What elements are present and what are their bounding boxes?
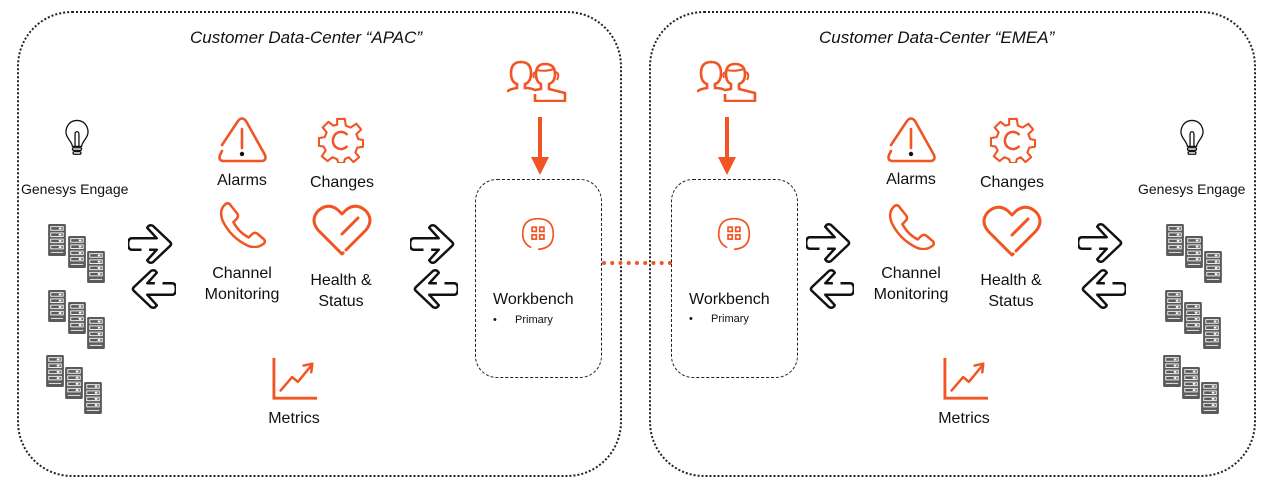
workbench-apac-title: Workbench bbox=[493, 291, 574, 308]
heart-icon bbox=[982, 205, 1042, 257]
arrow-left-icon bbox=[1080, 268, 1126, 310]
arrow-left-icon bbox=[412, 268, 458, 310]
phone-icon bbox=[888, 204, 935, 250]
health-status-line1: Health & bbox=[310, 272, 372, 289]
server-rack-icon bbox=[1165, 290, 1183, 322]
lightbulb-icon bbox=[65, 119, 89, 155]
server-rack-icon bbox=[1201, 382, 1219, 414]
server-rack-icon bbox=[1185, 236, 1203, 268]
server-rack-icon bbox=[87, 251, 105, 283]
health-status-label: Health & Status bbox=[966, 270, 1056, 312]
health-status-line2: Status bbox=[318, 293, 364, 310]
workbench-emea[interactable] bbox=[671, 179, 798, 378]
heart-icon bbox=[312, 204, 372, 256]
datacenter-emea bbox=[649, 11, 1256, 477]
server-rack-icon bbox=[48, 224, 66, 256]
server-rack-icon bbox=[1204, 251, 1222, 283]
gear-icon bbox=[990, 117, 1036, 163]
arrow-right-icon bbox=[806, 222, 852, 264]
server-rack-icon bbox=[65, 367, 83, 399]
server-rack-icon bbox=[1182, 367, 1200, 399]
datacenter-emea-title: Customer Data-Center “EMEA” bbox=[819, 28, 1055, 47]
trend-chart-icon bbox=[272, 356, 319, 400]
health-status-label: Health & Status bbox=[296, 270, 386, 312]
bullet: • bbox=[689, 313, 693, 325]
arrow-right-icon bbox=[128, 223, 174, 265]
arrow-left-icon bbox=[808, 268, 854, 310]
channel-monitoring-label: Channel Monitoring bbox=[861, 263, 961, 305]
workbench-apac-item: • Primary bbox=[493, 314, 553, 326]
datacenter-apac-title: Customer Data-Center “APAC” bbox=[190, 28, 423, 47]
workbench-link-line bbox=[602, 261, 672, 265]
down-arrow-icon bbox=[718, 117, 736, 175]
alarms-label: Alarms bbox=[217, 172, 267, 189]
health-status-line2: Status bbox=[988, 293, 1034, 310]
apps-grid-icon bbox=[717, 217, 751, 251]
workbench-apac-item-label: Primary bbox=[515, 314, 553, 326]
server-rack-icon bbox=[68, 302, 86, 334]
server-rack-icon bbox=[1166, 224, 1184, 256]
server-rack-icon bbox=[1203, 317, 1221, 349]
server-rack-icon bbox=[84, 382, 102, 414]
arrow-right-icon bbox=[410, 223, 456, 265]
server-rack-icon bbox=[1184, 302, 1202, 334]
workbench-emea-title: Workbench bbox=[689, 291, 770, 308]
server-rack-icon bbox=[46, 355, 64, 387]
workbench-emea-item-label: Primary bbox=[711, 313, 749, 325]
server-rack-icon bbox=[87, 317, 105, 349]
arrow-right-icon bbox=[1078, 222, 1124, 264]
gear-icon bbox=[318, 117, 364, 163]
warning-triangle-icon bbox=[887, 117, 936, 163]
workbench-apac[interactable] bbox=[475, 179, 602, 378]
users-headset-icon bbox=[697, 60, 757, 102]
metrics-label: Metrics bbox=[938, 410, 990, 427]
channel-monitoring-label: Channel Monitoring bbox=[192, 263, 292, 305]
datacenter-apac bbox=[17, 11, 622, 477]
arrow-left-icon bbox=[130, 268, 176, 310]
genesys-engage-label: Genesys Engage bbox=[1138, 181, 1246, 197]
changes-label: Changes bbox=[309, 174, 375, 191]
channel-monitoring-line1: Channel bbox=[212, 265, 272, 282]
channel-monitoring-line1: Channel bbox=[881, 265, 941, 282]
down-arrow-icon bbox=[531, 117, 549, 175]
warning-triangle-icon bbox=[218, 117, 267, 163]
changes-label: Changes bbox=[979, 174, 1045, 191]
lightbulb-icon bbox=[1180, 119, 1204, 155]
workbench-emea-item: • Primary bbox=[689, 313, 749, 325]
channel-monitoring-line2: Monitoring bbox=[873, 286, 949, 303]
metrics-label: Metrics bbox=[268, 410, 320, 427]
phone-icon bbox=[219, 202, 266, 248]
server-rack-icon bbox=[68, 236, 86, 268]
server-rack-icon bbox=[48, 290, 66, 322]
bullet: • bbox=[493, 314, 497, 326]
alarms-label: Alarms bbox=[886, 171, 936, 188]
server-rack-icon bbox=[1163, 355, 1181, 387]
channel-monitoring-line2: Monitoring bbox=[204, 286, 280, 303]
users-headset-icon bbox=[507, 60, 567, 102]
health-status-line1: Health & bbox=[980, 272, 1042, 289]
genesys-engage-label: Genesys Engage bbox=[21, 181, 129, 197]
apps-grid-icon bbox=[521, 217, 555, 251]
trend-chart-icon bbox=[943, 356, 990, 400]
